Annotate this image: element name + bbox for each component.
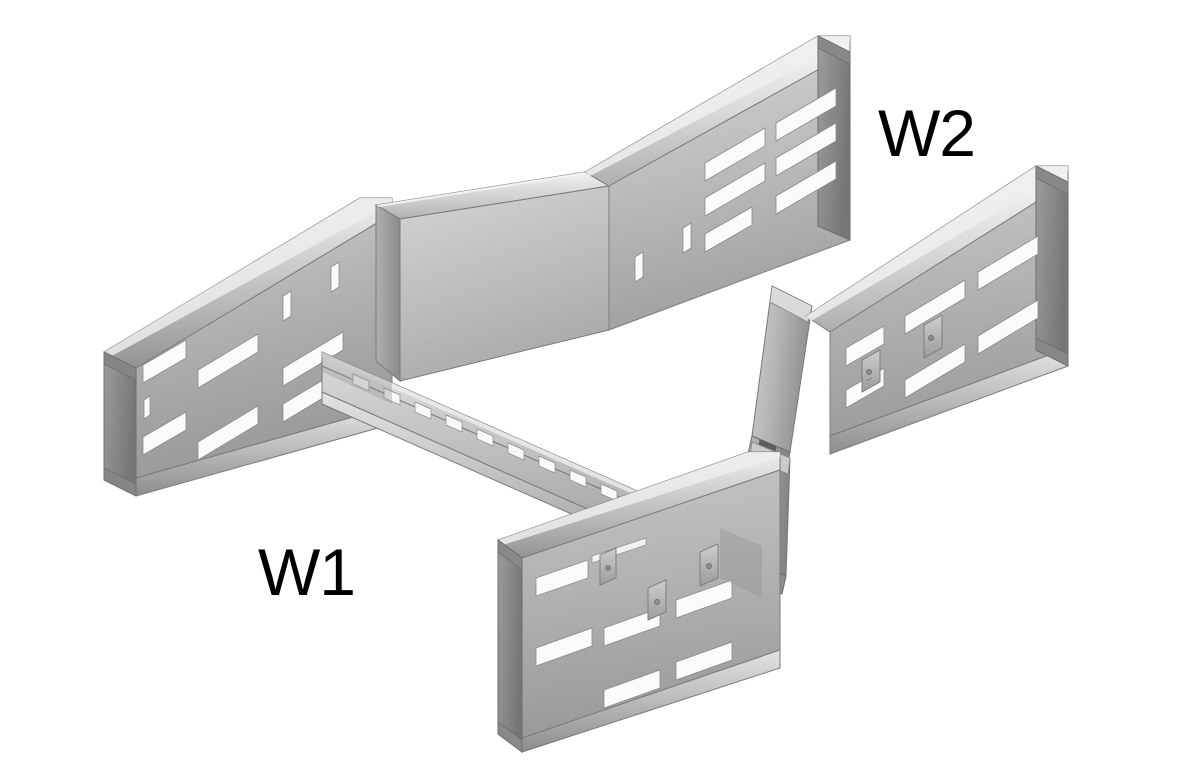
rail-slot-group-narrow [634, 222, 692, 283]
upper-right-side-rail [584, 35, 851, 331]
rail-slot-group-wide-lower [142, 331, 344, 461]
rung-rail-joint-shading [322, 352, 762, 598]
junction-corner-upper [747, 285, 813, 471]
rail-slot-group [845, 235, 1039, 409]
rail-slot-group-wide-upper [704, 87, 837, 217]
bracket-tab-group [599, 547, 617, 586]
bracket-tab-group [699, 543, 719, 587]
bracket-tab-group [923, 314, 943, 359]
center-gusset-plate [374, 171, 611, 383]
rail-slot-group-wide-lower [704, 122, 837, 253]
upper-left-side-rail [103, 197, 393, 497]
rail-slot-group-wide-upper [142, 333, 259, 420]
bracket-tab-group [647, 579, 667, 621]
dimension-label-w1: W1 [258, 535, 356, 609]
lower-right-side-rail [805, 165, 1069, 455]
bracket-tab-group [861, 349, 881, 393]
dimension-label-w2: W2 [878, 96, 976, 170]
rail-slot-group-narrow [282, 261, 340, 322]
rail-slot-group [535, 559, 733, 709]
lower-front-side-rail [496, 451, 781, 753]
